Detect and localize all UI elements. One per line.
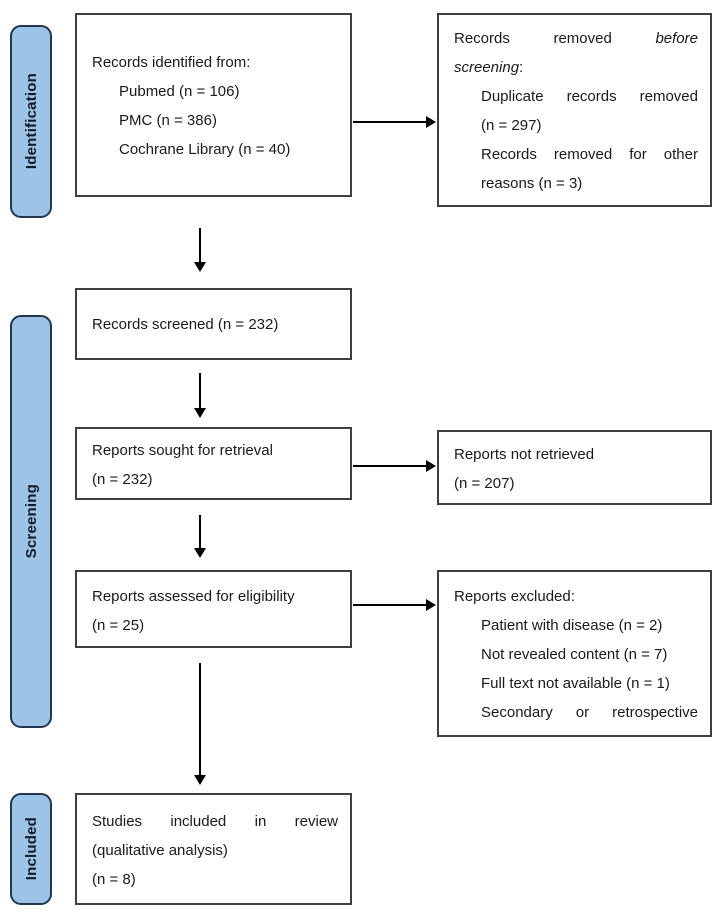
box-records-removed: Records removed before screening: Duplic… [437, 13, 712, 207]
records-removed-title-line2: screening: [454, 53, 698, 82]
records-identified-source-cochrane: Cochrane Library (n = 40) [119, 141, 291, 158]
duplicates-removed-line2: (n = 297) [481, 117, 542, 134]
arrow-identified-to-screened [194, 228, 206, 272]
records-removed-title-italic: before [655, 30, 698, 47]
excluded-reason-disease: Patient with disease (n = 2) [481, 617, 663, 634]
other-reasons-line2: reasons (n = 3) [481, 175, 583, 192]
reports-excluded-title: Reports excluded: [454, 588, 575, 605]
box-reports-assessed: Reports assessed for eligibility (n = 25… [75, 570, 352, 648]
records-screened-text: Records screened (n = 232) [92, 315, 279, 333]
reports-sought-line2: (n = 232) [92, 471, 153, 488]
records-removed-title-colon: : [519, 59, 524, 76]
stage-label-screening: Screening [22, 484, 40, 559]
excluded-reason-fulltext: Full text not available (n = 1) [481, 675, 670, 692]
box-records-identified: Records identified from: Pubmed (n = 106… [75, 13, 352, 197]
records-removed-title-normal: Records removed [454, 30, 612, 47]
duplicates-removed-line1: Duplicate records removed [481, 88, 698, 105]
arrow-sought-to-not-retrieved [353, 460, 436, 472]
records-identified-title: Records identified from: [92, 54, 251, 71]
box-studies-included: Studies included in review (qualitative … [75, 793, 352, 905]
studies-included-line3: (n = 8) [92, 871, 136, 888]
box-records-screened: Records screened (n = 232) [75, 288, 352, 360]
reports-assessed-line2: (n = 25) [92, 617, 145, 634]
box-reports-excluded: Reports excluded: Patient with disease (… [437, 570, 712, 737]
arrow-sought-to-assessed [194, 515, 206, 558]
studies-included-line1: Studies included in review [92, 813, 338, 830]
box-reports-sought: Reports sought for retrieval (n = 232) [75, 427, 352, 500]
stage-pill-identification: Identification [10, 25, 52, 218]
arrow-screened-to-sought [194, 373, 206, 418]
records-removed-title-italic2: screening [454, 59, 520, 76]
excluded-reason-content: Not revealed content (n = 7) [481, 646, 668, 663]
box-reports-not-retrieved: Reports not retrieved (n = 207) [437, 430, 712, 505]
reports-sought-line1: Reports sought for retrieval [92, 442, 273, 459]
arrow-identified-to-removed [353, 116, 436, 128]
reports-not-retrieved-line2: (n = 207) [454, 475, 515, 492]
arrow-assessed-to-included [194, 663, 206, 785]
reports-assessed-line1: Reports assessed for eligibility [92, 588, 295, 605]
records-removed-title-line1: Records removed before [454, 24, 698, 53]
reports-not-retrieved-line1: Reports not retrieved [454, 446, 595, 463]
stage-pill-included: Included [10, 793, 52, 905]
arrow-assessed-to-excluded [353, 599, 436, 611]
stage-label-identification: Identification [22, 73, 40, 170]
excluded-reason-secondary: Secondary or retrospective [481, 704, 698, 721]
stage-pill-screening: Screening [10, 315, 52, 728]
records-identified-source-pmc: PMC (n = 386) [119, 112, 217, 129]
stage-label-included: Included [22, 817, 40, 881]
studies-included-line2: (qualitative analysis) [92, 842, 228, 859]
records-identified-source-pubmed: Pubmed (n = 106) [119, 83, 240, 100]
other-reasons-line1: Records removed for other [481, 146, 698, 163]
